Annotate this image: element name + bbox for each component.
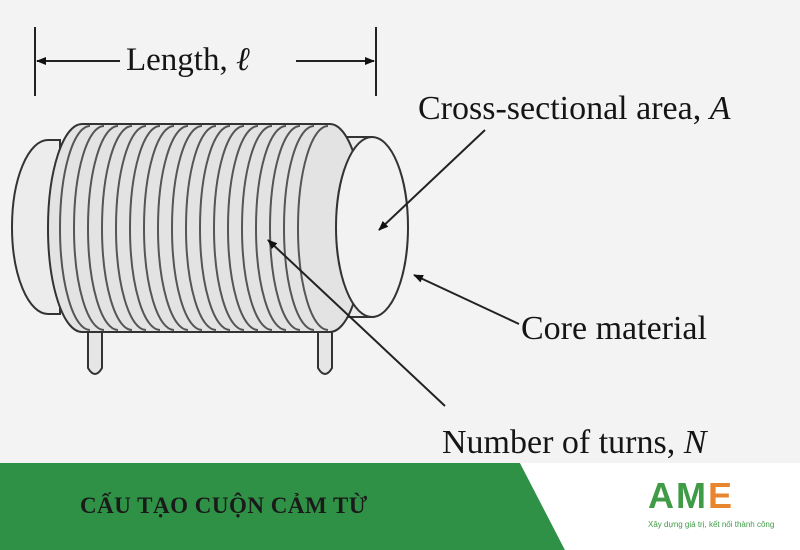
turns-pointer-arrow: [267, 239, 446, 407]
logo-letter-accent: E: [708, 475, 735, 516]
logo-slogan: Xây dựng giá trị, kết nối thành công: [648, 520, 775, 529]
core-pointer-arrow: [413, 274, 520, 325]
ame-logo: AME Xây dựng giá trị, kết nối thành công: [648, 475, 775, 538]
core-left-end: [11, 139, 61, 315]
core-material-label: Core material: [521, 310, 707, 347]
title-banner: [0, 463, 800, 550]
wire-turns: [59, 125, 329, 331]
banner-accent-stripe: [520, 463, 581, 550]
core-cross-section: [335, 136, 409, 318]
symbol-variable: N: [683, 424, 707, 461]
length-label: Length, ℓ: [123, 44, 253, 77]
logo-wordmark: AME: [648, 475, 735, 516]
symbol-variable: A: [709, 90, 731, 127]
symbol-variable: ℓ: [235, 42, 250, 78]
area-pointer-arrow: [378, 129, 486, 231]
coil-winding: [47, 123, 365, 333]
number-of-turns-label: Number of turns, N: [442, 424, 707, 461]
cross-sectional-area-label: Cross-sectional area, A: [418, 90, 731, 127]
banner-title: CẤU TẠO CUỘN CẢM TỪ: [80, 493, 368, 518]
banner-green-band: [0, 463, 565, 550]
